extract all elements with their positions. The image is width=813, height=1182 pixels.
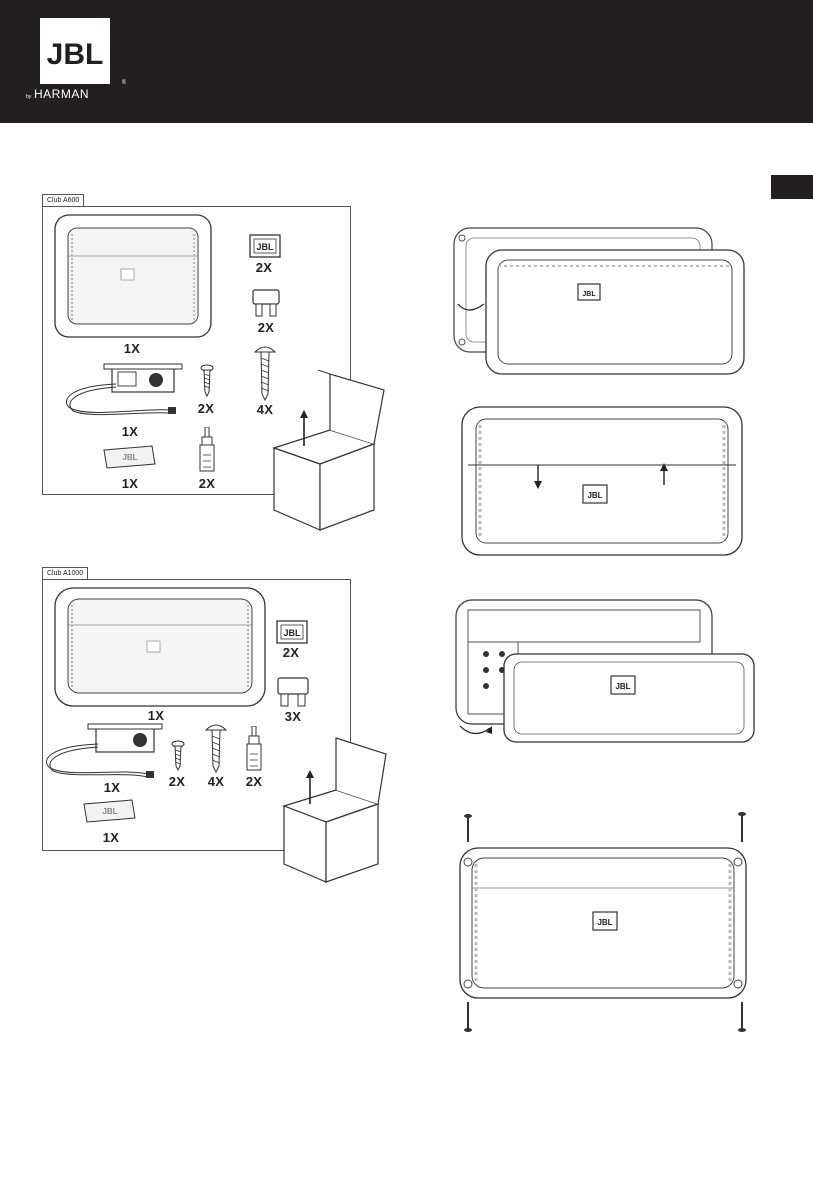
jbl-badge-icon: JBL xyxy=(249,234,281,258)
open-box-illustration xyxy=(280,732,390,884)
step-slide-panel: JBL xyxy=(460,405,744,557)
step-remove-panel: JBL xyxy=(454,598,758,748)
long-screw-icon xyxy=(204,722,228,774)
short-screw-icon xyxy=(170,740,186,772)
svg-text:®: ® xyxy=(122,79,126,86)
svg-text:JBL: JBL xyxy=(102,807,117,816)
svg-text:JBL: JBL xyxy=(122,453,137,462)
svg-text:JBL: JBL xyxy=(615,682,630,691)
remote-bass-control-icon xyxy=(60,360,185,420)
svg-text:JBL: JBL xyxy=(283,628,301,638)
header-bar: JBL ® by HARMAN xyxy=(0,0,813,123)
fuse-icon xyxy=(276,676,310,708)
svg-text:JBL: JBL xyxy=(587,491,602,500)
jbl-harman-logo: JBL ® by HARMAN xyxy=(24,18,126,100)
manual-card-icon: JBL xyxy=(80,798,138,824)
jbl-badge-icon: JBL xyxy=(276,620,308,644)
open-box-illustration xyxy=(270,368,388,532)
step-remove-cover: JBL xyxy=(452,224,752,380)
rca-connector-icon xyxy=(197,427,217,473)
fuse-icon xyxy=(251,288,281,318)
svg-text:JBL: JBL xyxy=(597,918,612,927)
svg-text:HARMAN: HARMAN xyxy=(34,87,89,100)
remote-bass-control-icon xyxy=(40,720,165,782)
amplifier-illustration xyxy=(54,214,212,338)
manual-card-icon: JBL xyxy=(100,444,158,470)
brand-text: JBL xyxy=(47,38,104,71)
svg-text:JBL: JBL xyxy=(582,291,596,298)
svg-text:JBL: JBL xyxy=(256,242,274,252)
short-screw-icon xyxy=(199,364,215,398)
language-tab xyxy=(771,175,813,199)
step-mount-screws: JBL xyxy=(452,812,758,1036)
amplifier-illustration xyxy=(54,587,266,707)
rca-connector-icon xyxy=(244,726,264,772)
svg-text:by: by xyxy=(26,94,32,100)
